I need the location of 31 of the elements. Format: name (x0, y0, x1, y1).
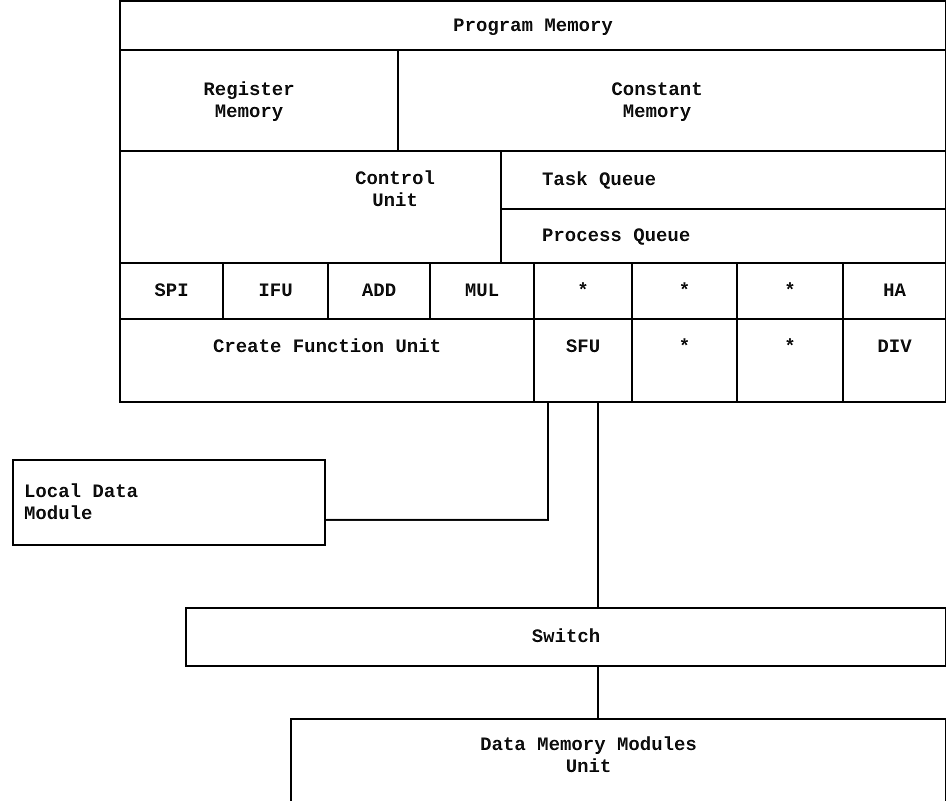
cell-label: Data Memory Modules Unit (479, 734, 698, 778)
cell-label: Constant Memory (610, 78, 704, 122)
module-box (12, 459, 326, 546)
unit-cell (842, 318, 946, 403)
cell-label: * (678, 336, 690, 358)
cell-label: Local Data Module (24, 480, 140, 524)
connector-line (325, 402, 549, 521)
connector-line (597, 402, 599, 608)
cell-label: MUL (464, 280, 500, 302)
cell-label: SPI (154, 280, 189, 302)
cell-label: Create Function Unit (212, 336, 442, 358)
module-box (290, 718, 946, 801)
cell-label: SFU (566, 336, 600, 358)
cell-label: * (678, 280, 690, 302)
cell-label: * (577, 280, 589, 302)
connector-line (597, 666, 599, 719)
cell-label: Task Queue (542, 169, 656, 191)
memory-cell (119, 0, 946, 51)
cell-label: HA (883, 280, 906, 302)
unit-cell (119, 318, 535, 403)
cell-label: Control Unit (354, 168, 436, 212)
cell-label: Register Memory (202, 78, 296, 122)
cell-label: ADD (362, 280, 396, 302)
cell-label: * (784, 336, 796, 358)
cell-label: Process Queue (542, 225, 690, 247)
cell-label: IFU (258, 280, 293, 302)
cell-label: DIV (877, 336, 912, 358)
switch-box (185, 607, 946, 667)
cell-label: * (784, 280, 796, 302)
cell-label: Program Memory (453, 14, 613, 36)
cell-label: Switch (532, 626, 600, 648)
